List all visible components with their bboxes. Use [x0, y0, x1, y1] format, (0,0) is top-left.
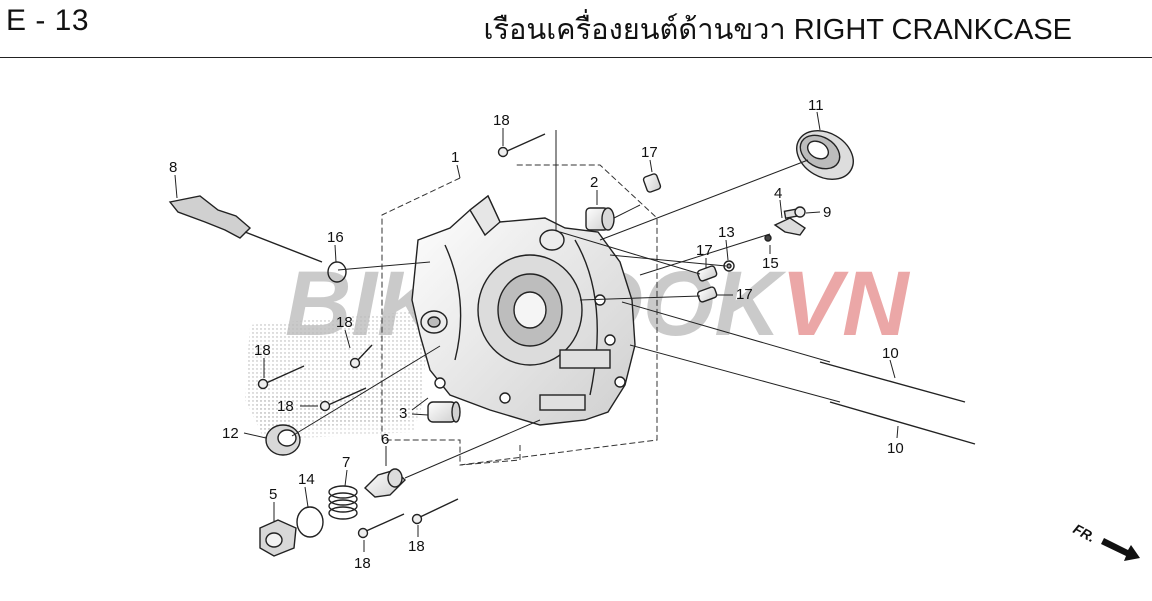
callout-18e: 18: [354, 555, 371, 572]
parts-diagram: BIKEBOOKVN: [168, 97, 1140, 572]
callout-17c: 17: [736, 286, 753, 303]
callout-2: 2: [590, 174, 598, 191]
part-8-dipstick: [168, 195, 347, 283]
leader-lines: [174, 111, 899, 552]
part-7-spring: [328, 485, 358, 520]
callout-18b: 18: [336, 314, 353, 331]
callout-5: 5: [269, 486, 277, 503]
oil-strainer-parts: [259, 468, 406, 557]
front-direction-indicator: FR.: [1071, 521, 1140, 561]
group-boundary: [381, 164, 658, 466]
callout-17a: 17: [641, 144, 658, 161]
callout-18f: 18: [408, 538, 425, 555]
callout-18a: 18: [493, 112, 510, 129]
header-divider: [0, 57, 1152, 58]
crankcase-body: [411, 194, 636, 426]
callout-14: 14: [298, 471, 315, 488]
callout-10b: 10: [887, 440, 904, 457]
bolts: [257, 133, 546, 539]
part-3-dowels: [427, 401, 461, 423]
callout-17b: 17: [696, 242, 713, 259]
fr-arrow-icon: [1101, 538, 1140, 561]
callout-3: 3: [399, 405, 407, 422]
studs: [819, 361, 976, 445]
callout-9: 9: [823, 204, 831, 221]
callout-6: 6: [381, 431, 389, 448]
small-parts: [723, 206, 806, 272]
callout-15: 15: [762, 255, 779, 272]
callout-18c: 18: [254, 342, 271, 359]
fr-label: FR.: [1071, 521, 1098, 546]
shading: [245, 310, 430, 440]
watermark-accent: VN: [781, 253, 911, 355]
callout-1: 1: [451, 149, 459, 166]
part-11-bearing: [796, 130, 854, 180]
part-12-seal: [265, 424, 301, 456]
page-header: E - 13 เรือนเครื่องยนต์ด้านขวา RIGHT CRA…: [0, 0, 1152, 58]
page-code: E - 13: [6, 4, 90, 37]
callout-4: 4: [774, 185, 782, 202]
callout-12: 12: [222, 425, 239, 442]
callout-18d: 18: [277, 398, 294, 415]
callout-10a: 10: [882, 345, 899, 362]
callouts: 1 2 3 4 5 6 7 8 9 10 10 11 12 13 14 15 1…: [169, 97, 904, 572]
callout-11: 11: [808, 97, 824, 114]
part-2-collar: [585, 207, 615, 231]
callout-16: 16: [327, 229, 344, 246]
page-title: เรือนเครื่องยนต์ด้านขวา RIGHT CRANKCASE: [483, 14, 1072, 46]
dowel-pins: [642, 173, 718, 303]
callout-7: 7: [342, 454, 350, 471]
callout-8: 8: [169, 159, 177, 176]
callout-13: 13: [718, 224, 735, 241]
